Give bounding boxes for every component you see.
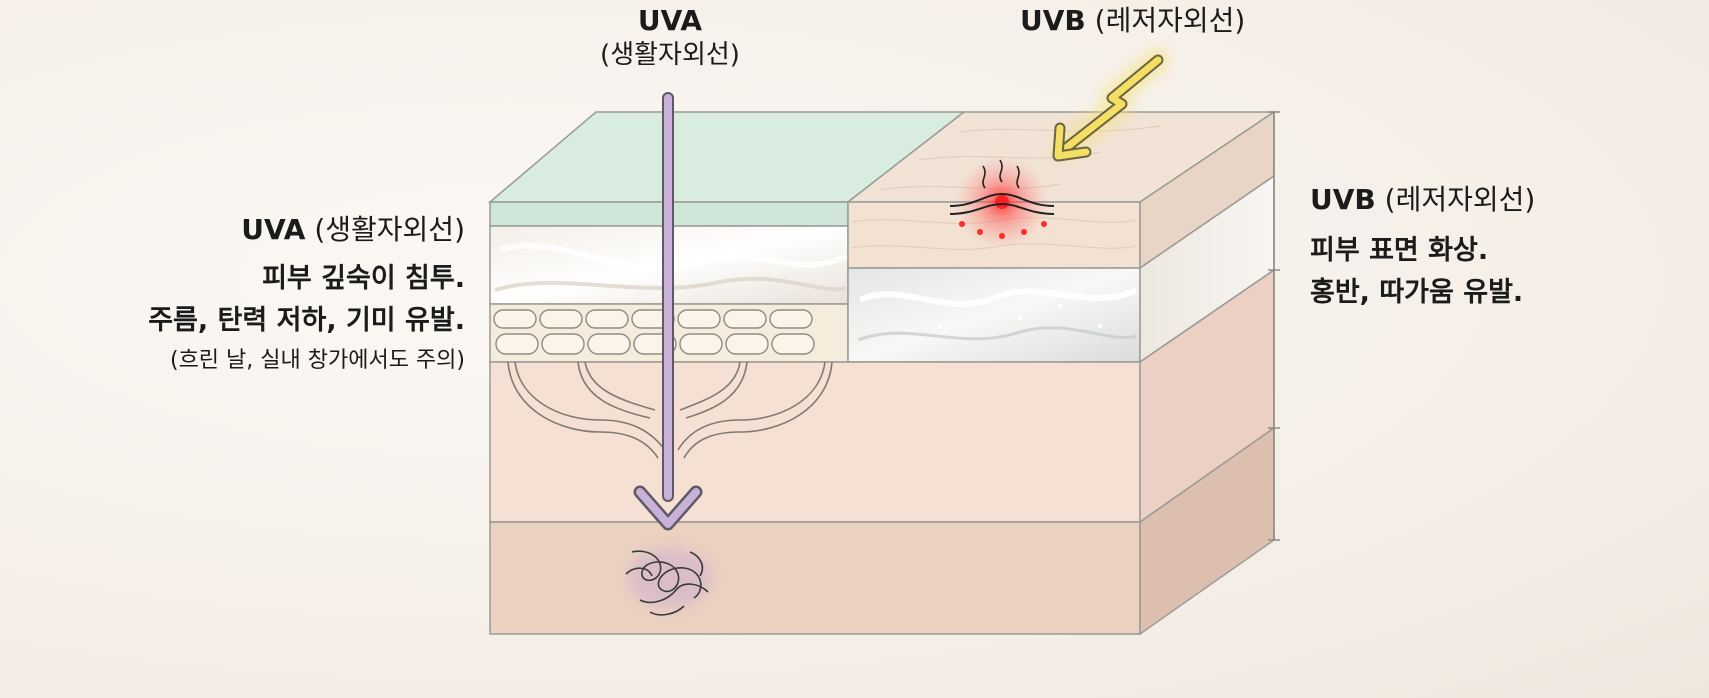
uvb-desc-subtitle: (레저자외선) xyxy=(1384,183,1536,216)
uva-desc-line2: 주름, 탄력 저하, 기미 유발. xyxy=(148,305,465,336)
uva-desc-title: UVA xyxy=(241,213,306,246)
gel-layer xyxy=(847,267,1141,363)
uva-arrow xyxy=(633,87,703,531)
top-uva-subtitle: (생활자외선) xyxy=(600,40,740,70)
uvb-desc-line1: 피부 표면 화상. xyxy=(1310,235,1489,266)
capillaries xyxy=(507,361,833,459)
top-uvb-subtitle: (레저자외선) xyxy=(1094,4,1246,37)
uva-desc-line1: 피부 깊숙이 침투. xyxy=(262,263,465,294)
top-uvb-label: UVB (레저자외선) xyxy=(1020,4,1245,38)
layer-bracket xyxy=(1268,111,1280,541)
collagen-fiber xyxy=(625,548,712,616)
top-uva-label: UVA (생활자외선) xyxy=(560,4,780,72)
uvb-desc-line2: 홍반, 따가움 유발. xyxy=(1310,277,1524,308)
subcutis-front-face xyxy=(489,521,1141,635)
uvb-description: UVB (레저자외선) 피부 표면 화상. 홍반, 따가움 유발. xyxy=(1310,182,1535,314)
top-uvb-title: UVB xyxy=(1020,4,1086,37)
uvb-lightning-arrow xyxy=(1052,49,1169,162)
uvb-desc-title: UVB xyxy=(1310,183,1376,216)
uva-desc-subtitle: (생활자외선) xyxy=(314,213,465,246)
uva-description: UVA (생활자외선) 피부 깊숙이 침투. 주름, 탄력 저하, 기미 유발.… xyxy=(148,212,465,378)
burn-spot xyxy=(949,156,1055,248)
uva-desc-note: (흐린 날, 실내 창가에서도 주의) xyxy=(169,348,465,373)
top-uva-title: UVA xyxy=(637,4,703,37)
